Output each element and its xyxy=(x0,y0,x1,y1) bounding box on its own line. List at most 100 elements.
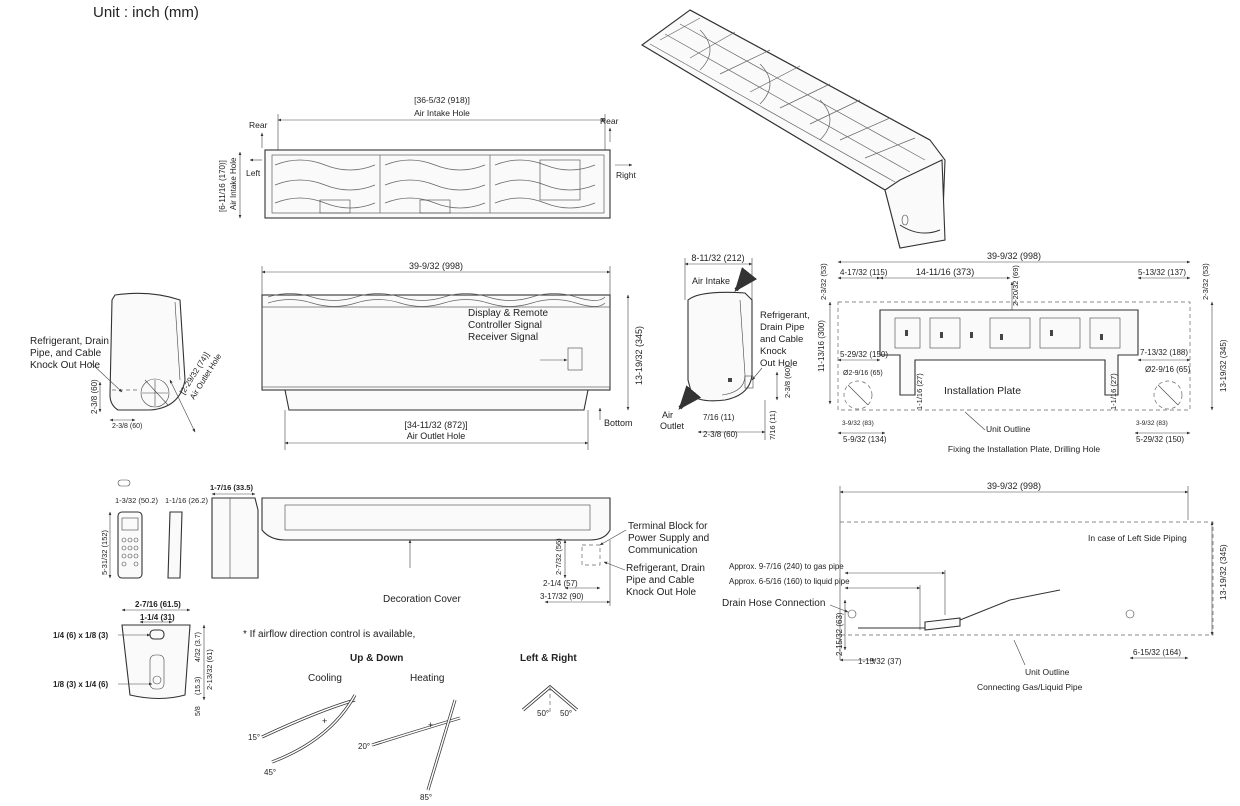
holder-d-5-3: (15.3) xyxy=(195,677,202,695)
right-dim-b: 2-3/8 (60) xyxy=(703,430,738,439)
remote-d-5-31: 5-31/32 (152) xyxy=(100,529,109,575)
plate-d-7-13: 7-13/32 (188) xyxy=(1140,348,1188,357)
right-label-4: Knock xyxy=(760,346,787,357)
left-dim-h: 2-3/8 (60) xyxy=(112,423,142,430)
remote-d-1-3: 1-3/32 (50.2) xyxy=(115,496,158,505)
right-label-1: Refrigerant, xyxy=(760,310,810,321)
piping-d-2-15: 2-15/32 (63) xyxy=(835,612,844,656)
piping-gas: Approx. 9-7/16 (240) to gas pipe xyxy=(729,562,844,571)
remote-holder-view: 2-7/16 (61.5) 1-1/4 (31) 1/4 (6) x 1/8 (… xyxy=(53,600,214,716)
airflow-direction-section: * If airflow direction control is availa… xyxy=(243,629,579,802)
front-height: 13-19/32 (345) xyxy=(634,326,644,385)
plate-d-2-3-left: 2-3/32 (53) xyxy=(819,263,828,300)
holder-d-2-7: 2-7/16 (61.5) xyxy=(135,600,181,609)
right-side-view: 8-11/32 (212) Air Intake Refrigerant, Dr… xyxy=(660,253,810,440)
top-left-label: Left xyxy=(246,168,261,178)
plate-d-1-1-right: 1-1/16 (27) xyxy=(1109,373,1118,410)
front-display-2: Controller Signal xyxy=(468,320,542,331)
front-display-1: Display & Remote xyxy=(468,308,548,319)
right-dim-c: 7/16 (11) xyxy=(768,410,777,440)
angle-15: 15° xyxy=(248,733,260,742)
holder-d-2-13: 2-13/32 (61) xyxy=(205,649,214,690)
front-view: 39-9/32 (998) Display & Remote Controlle… xyxy=(261,261,644,450)
top-right-label: Right xyxy=(616,170,636,180)
plate-hole-right: Ø2-9/16 (65) xyxy=(1145,365,1191,374)
angle-50-left: 50° xyxy=(537,709,549,718)
bottom-refrig-1: Refrigerant, Drain xyxy=(626,563,705,574)
angle-45: 45° xyxy=(264,768,276,777)
bottom-d-3-17: 3-17/32 (90) xyxy=(540,592,584,601)
top-rear-right: Rear xyxy=(600,116,619,126)
bottom-cover: Decoration Cover xyxy=(383,594,461,605)
unit-title: Unit : inch (mm) xyxy=(93,4,199,21)
right-label-5: Out Hole xyxy=(760,358,798,369)
holder-d-5-8: 5/8 xyxy=(195,706,202,716)
plate-caption: Fixing the Installation Plate, Drilling … xyxy=(948,444,1100,454)
front-display-3: Receiver Signal xyxy=(468,332,538,343)
holder-d-4-32: 4/32 (3.7) xyxy=(195,632,202,662)
plate-d-5-13: 5-13/32 (137) xyxy=(1138,268,1186,277)
bottom-d-2-7: 2-7/32 (56) xyxy=(554,538,563,575)
left-side-view: Refrigerant, Drain Pipe, and Cable Knock… xyxy=(30,292,224,433)
angle-50-right: 50° xyxy=(560,709,572,718)
bottom-refrig-3: Knock Out Hole xyxy=(626,587,696,598)
right-depth: 8-11/32 (212) xyxy=(691,253,744,263)
plate-d-1-1-left: 1-1/16 (27) xyxy=(915,373,924,410)
right-label-2: Drain Pipe xyxy=(760,322,804,333)
plate-d-4-17: 4-17/32 (115) xyxy=(840,268,888,277)
plate-d-5-29-top: 5-29/32 (150) xyxy=(840,350,888,359)
airflow-note: * If airflow direction control is availa… xyxy=(243,629,415,640)
front-width: 39-9/32 (998) xyxy=(409,261,463,271)
remote-d-1-7: 1-7/16 (33.5) xyxy=(210,483,253,492)
remote-d-1-1: 1-1/16 (26.2) xyxy=(165,496,208,505)
bottom-refrig-2: Pipe and Cable xyxy=(626,575,695,586)
plate-d-14-11: 14-11/16 (373) xyxy=(916,267,974,277)
plate-hole-left: Ø2-9/16 (65) xyxy=(843,370,883,377)
front-outlet-label: Air Outlet Hole xyxy=(407,431,466,441)
right-air-intake: Air Intake xyxy=(692,276,730,286)
airflow-heating: Heating xyxy=(410,673,444,684)
right-dim-v: 2-3/8 (60) xyxy=(783,365,792,398)
left-side-piping-view: 39-9/32 (998) In case of Left Side Pipin… xyxy=(722,481,1228,692)
top-view: [36-5/32 (918)] Air Intake Hole Rear Rea… xyxy=(218,95,636,219)
angle-20: 20° xyxy=(358,742,370,751)
piping-width: 39-9/32 (998) xyxy=(987,481,1041,491)
left-refrig-label-3: Knock Out Hole xyxy=(30,360,100,371)
isometric-unit-view xyxy=(641,9,946,249)
holder-d-1-4a: 1/4 (6) x 1/8 (3) xyxy=(53,631,108,640)
right-air-outlet-2: Outlet xyxy=(660,421,685,431)
airflow-up-down: Up & Down xyxy=(350,653,403,664)
plate-width: 39-9/32 (998) xyxy=(987,251,1041,261)
front-bottom: Bottom xyxy=(604,418,633,428)
airflow-left-right: Left & Right xyxy=(520,653,577,664)
piping-d-1-15: 1-15/32 (37) xyxy=(858,657,902,666)
left-refrig-label-2: Pipe, and Cable xyxy=(30,348,102,359)
piping-connecting: Connecting Gas/Liquid Pipe xyxy=(977,682,1083,692)
holder-d-1-8: 1/8 (3) x 1/4 (6) xyxy=(53,680,108,689)
top-intake-height: [6-11/16 (170)] xyxy=(218,160,227,212)
bottom-terminal-1: Terminal Block for xyxy=(628,521,708,532)
plate-d-3-9-right: 3-9/32 (83) xyxy=(1136,420,1168,427)
bottom-terminal-2: Power Supply and xyxy=(628,533,709,544)
right-label-3: and Cable xyxy=(760,334,803,345)
angle-85: 85° xyxy=(420,793,432,802)
plate-d-5-29-bottom: 5-29/32 (150) xyxy=(1136,435,1184,444)
cooling-pivot: + xyxy=(322,716,327,726)
piping-unit-outline: Unit Outline xyxy=(1025,667,1070,677)
top-intake-label: Air Intake Hole xyxy=(414,108,470,118)
plate-d-2-3-right: 2-3/32 (53) xyxy=(1201,263,1210,300)
plate-d-2-20: 2-20/32 (69) xyxy=(1011,265,1020,306)
installation-plate-view: 39-9/32 (998) 4-17/32 (115) 14-11/16 (37… xyxy=(817,251,1228,454)
top-rear-left: Rear xyxy=(249,120,268,130)
piping-d-6-15: 6-15/32 (164) xyxy=(1133,648,1181,657)
remote-controller-views: 1-3/32 (50.2) 1-1/16 (26.2) 1-7/16 (33.5… xyxy=(100,479,259,579)
bottom-view: Decoration Cover Terminal Block for Powe… xyxy=(261,497,709,606)
plate-d-13-19: 13-19/32 (345) xyxy=(1219,339,1228,392)
airflow-cooling: Cooling xyxy=(308,673,342,684)
plate-label: Installation Plate xyxy=(944,385,1021,397)
top-intake-height-label: Air Intake Hole xyxy=(229,157,238,210)
holder-d-1-1: 1-1/4 (31) xyxy=(140,613,175,622)
piping-drain: Drain Hose Connection xyxy=(722,598,825,609)
plate-d-3-9: 3-9/32 (83) xyxy=(842,420,874,427)
plate-d-11-13: 11-13/16 (300) xyxy=(817,320,826,372)
